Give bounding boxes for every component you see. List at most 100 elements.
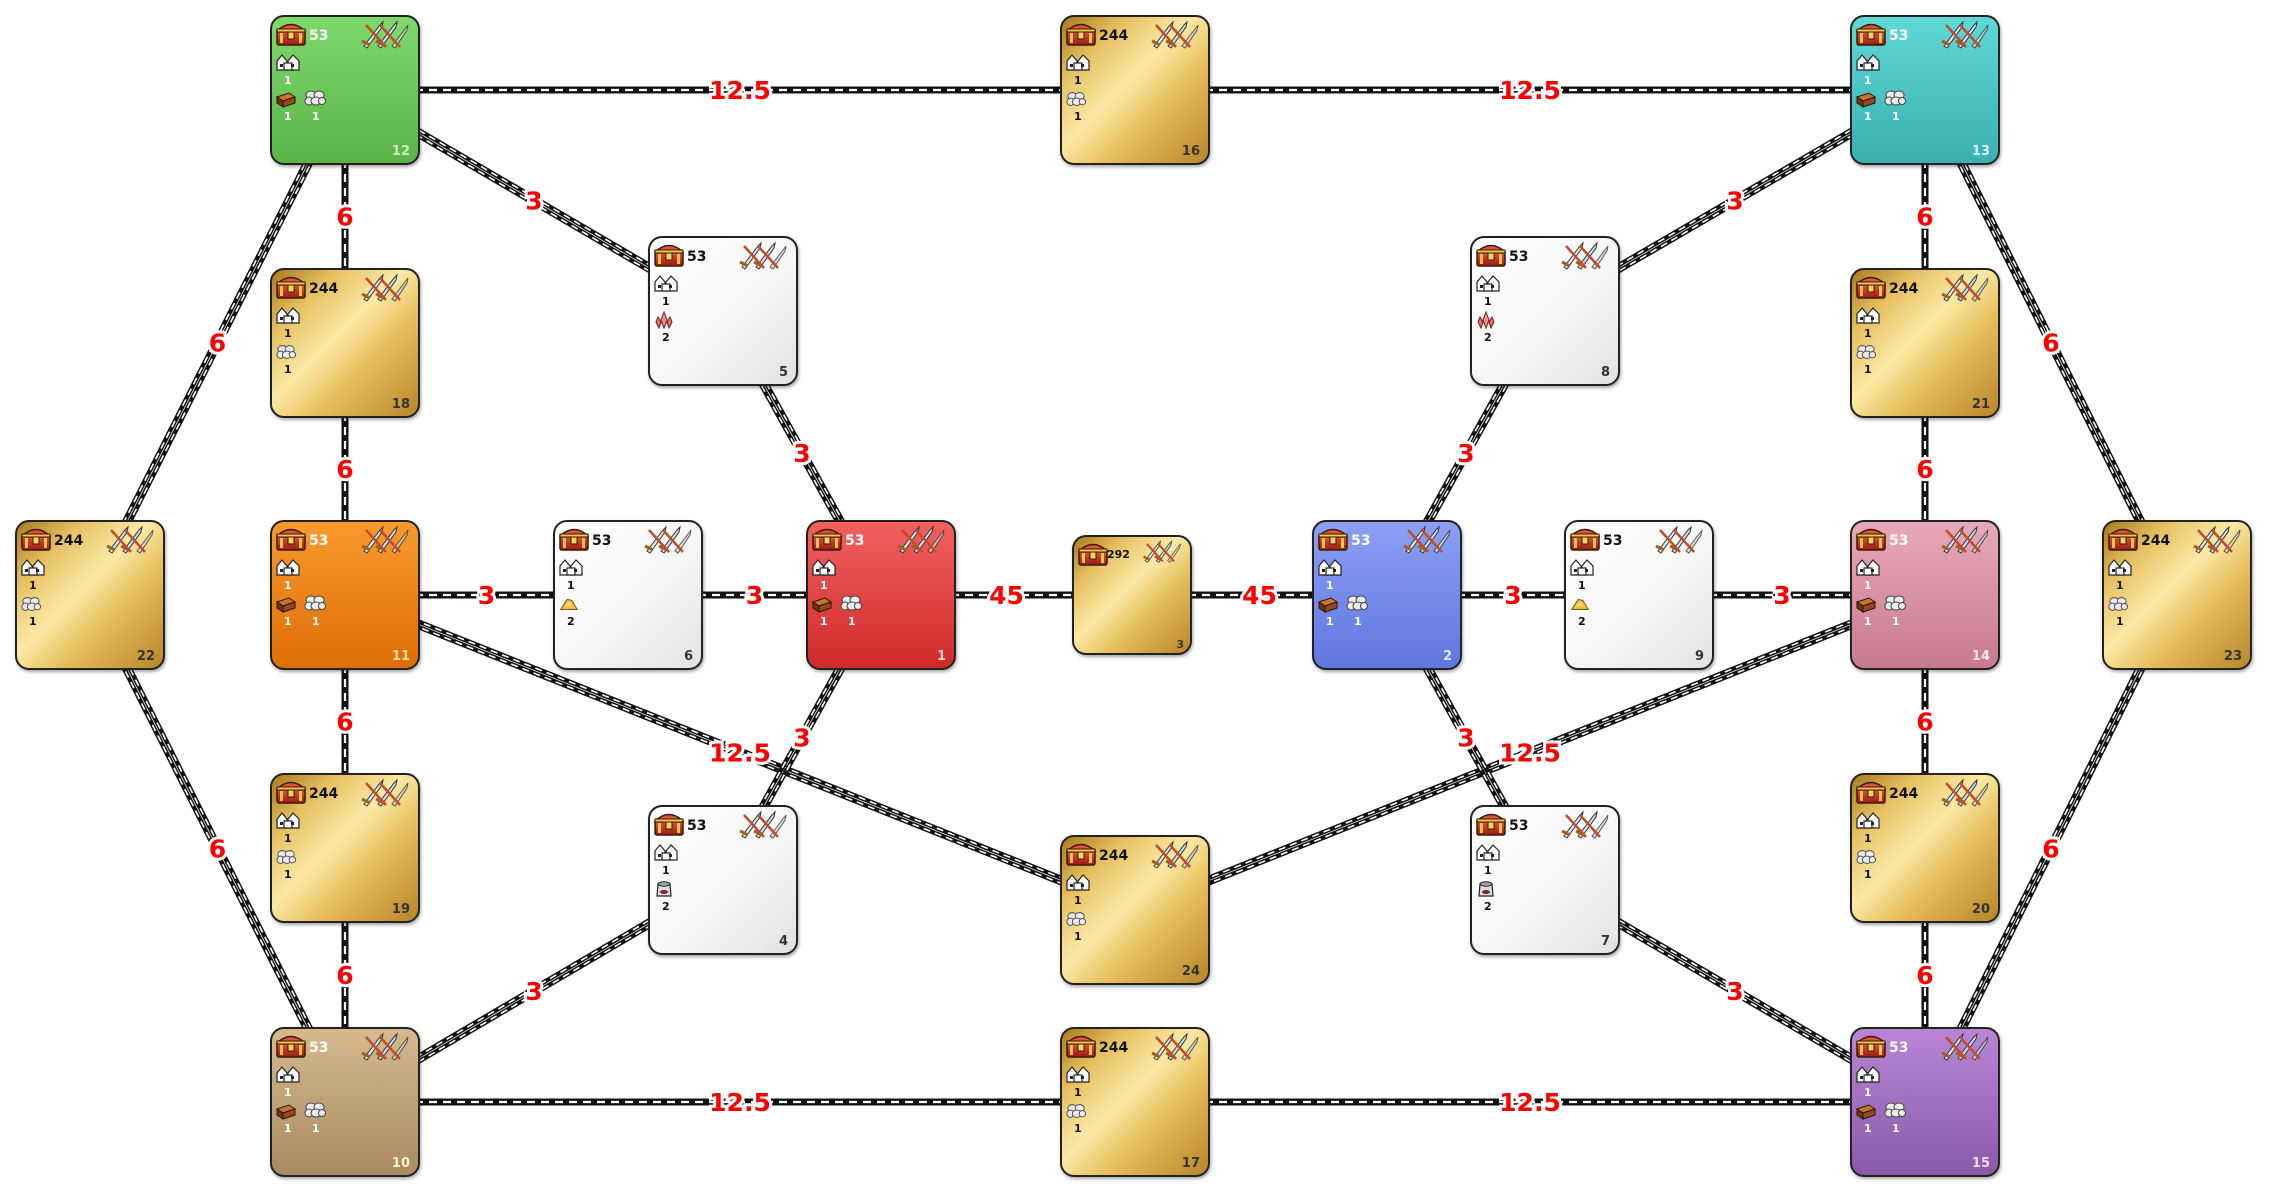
- stone-icon: [304, 595, 326, 611]
- resource-count: 1: [284, 1122, 292, 1135]
- ore-icon: [1855, 90, 1877, 108]
- guard-swords-icon: [360, 19, 410, 49]
- treasure-value: 244: [54, 533, 84, 549]
- treasure-value: 53: [1509, 249, 1529, 265]
- town-icon: [1318, 558, 1342, 576]
- resource-count: 1: [1326, 615, 1334, 628]
- route-cost-label: 45: [1242, 581, 1277, 610]
- town-count: 1: [29, 579, 37, 592]
- ore-icon: [275, 595, 297, 613]
- zone-number: 3: [1176, 638, 1184, 651]
- treasure-chest-icon: [1475, 810, 1507, 836]
- resource-count: 2: [1484, 331, 1492, 344]
- route-cost-label: 3: [746, 581, 763, 610]
- town-icon: [654, 274, 678, 292]
- town-count: 1: [662, 864, 670, 877]
- resource-count: 1: [1864, 868, 1872, 881]
- guard-swords-icon: [1940, 272, 1990, 302]
- guard-swords-icon: [2192, 524, 2242, 554]
- route-cost-label: 6: [2042, 329, 2059, 358]
- zone-number: 6: [683, 649, 693, 664]
- stone-icon: [1066, 1102, 1086, 1120]
- route-cost-label: 3: [793, 724, 810, 753]
- resource-count: 2: [662, 900, 670, 913]
- town-icon: [1066, 873, 1090, 891]
- guard-swords-icon: [738, 809, 788, 839]
- zone-number: 23: [2223, 649, 2242, 664]
- treasure-value: 244: [309, 281, 339, 297]
- resource-count: 1: [1892, 110, 1900, 123]
- town-icon: [559, 558, 583, 576]
- treasure-value: 53: [687, 249, 707, 265]
- route-cost-label: 6: [336, 455, 353, 484]
- town-count: 1: [1864, 832, 1872, 845]
- resource-count: 1: [1864, 615, 1872, 628]
- treasure-value: 53: [1889, 1040, 1909, 1056]
- route-cost-label: 6: [336, 708, 353, 737]
- resource-count: 1: [284, 615, 292, 628]
- town-icon: [2108, 558, 2132, 576]
- resource-count: 2: [567, 615, 575, 628]
- stone-icon: [1884, 90, 1906, 106]
- route-cost-label: 12.5: [1499, 1088, 1561, 1117]
- route-cost-label: 3: [1457, 439, 1474, 468]
- zone-number: 16: [1181, 144, 1200, 159]
- stone-icon: [2108, 595, 2128, 613]
- town-count: 1: [1484, 864, 1492, 877]
- resource-count: 1: [1074, 1122, 1082, 1135]
- route-24-14: [1133, 590, 1927, 915]
- stone-icon: [1066, 910, 1086, 928]
- treasure-value: 244: [1099, 28, 1129, 44]
- route-cost-label: 3: [525, 187, 542, 216]
- resource-count: 1: [312, 615, 320, 628]
- sulfur-icon: [559, 595, 579, 613]
- guard-swords-icon: [1150, 1031, 1200, 1061]
- crystal-icon: [654, 310, 674, 330]
- town-count: 1: [567, 579, 575, 592]
- town-count: 1: [1074, 894, 1082, 907]
- mercury-icon: [1476, 880, 1496, 898]
- treasure-value: 53: [1603, 533, 1623, 549]
- zone-tile-3[interactable]: 292 3: [1072, 535, 1192, 655]
- guard-swords-icon: [1560, 240, 1610, 270]
- treasure-value: 244: [1889, 281, 1919, 297]
- treasure-value: 244: [1099, 848, 1129, 864]
- guard-swords-icon: [360, 524, 410, 554]
- guard-swords-icon: [1940, 524, 1990, 554]
- town-count: 1: [1864, 1086, 1872, 1099]
- zone-number: 9: [1694, 649, 1704, 664]
- guard-swords-icon: [1940, 1031, 1990, 1061]
- resource-count: 1: [284, 110, 292, 123]
- town-count: 1: [662, 295, 670, 308]
- guard-swords-icon: [1560, 809, 1610, 839]
- guard-swords-icon: [1142, 539, 1182, 563]
- route-cost-label: 6: [1916, 961, 1933, 990]
- treasure-value: 53: [1889, 533, 1909, 549]
- treasure-chest-icon: [275, 778, 307, 804]
- treasure-value: 53: [1509, 818, 1529, 834]
